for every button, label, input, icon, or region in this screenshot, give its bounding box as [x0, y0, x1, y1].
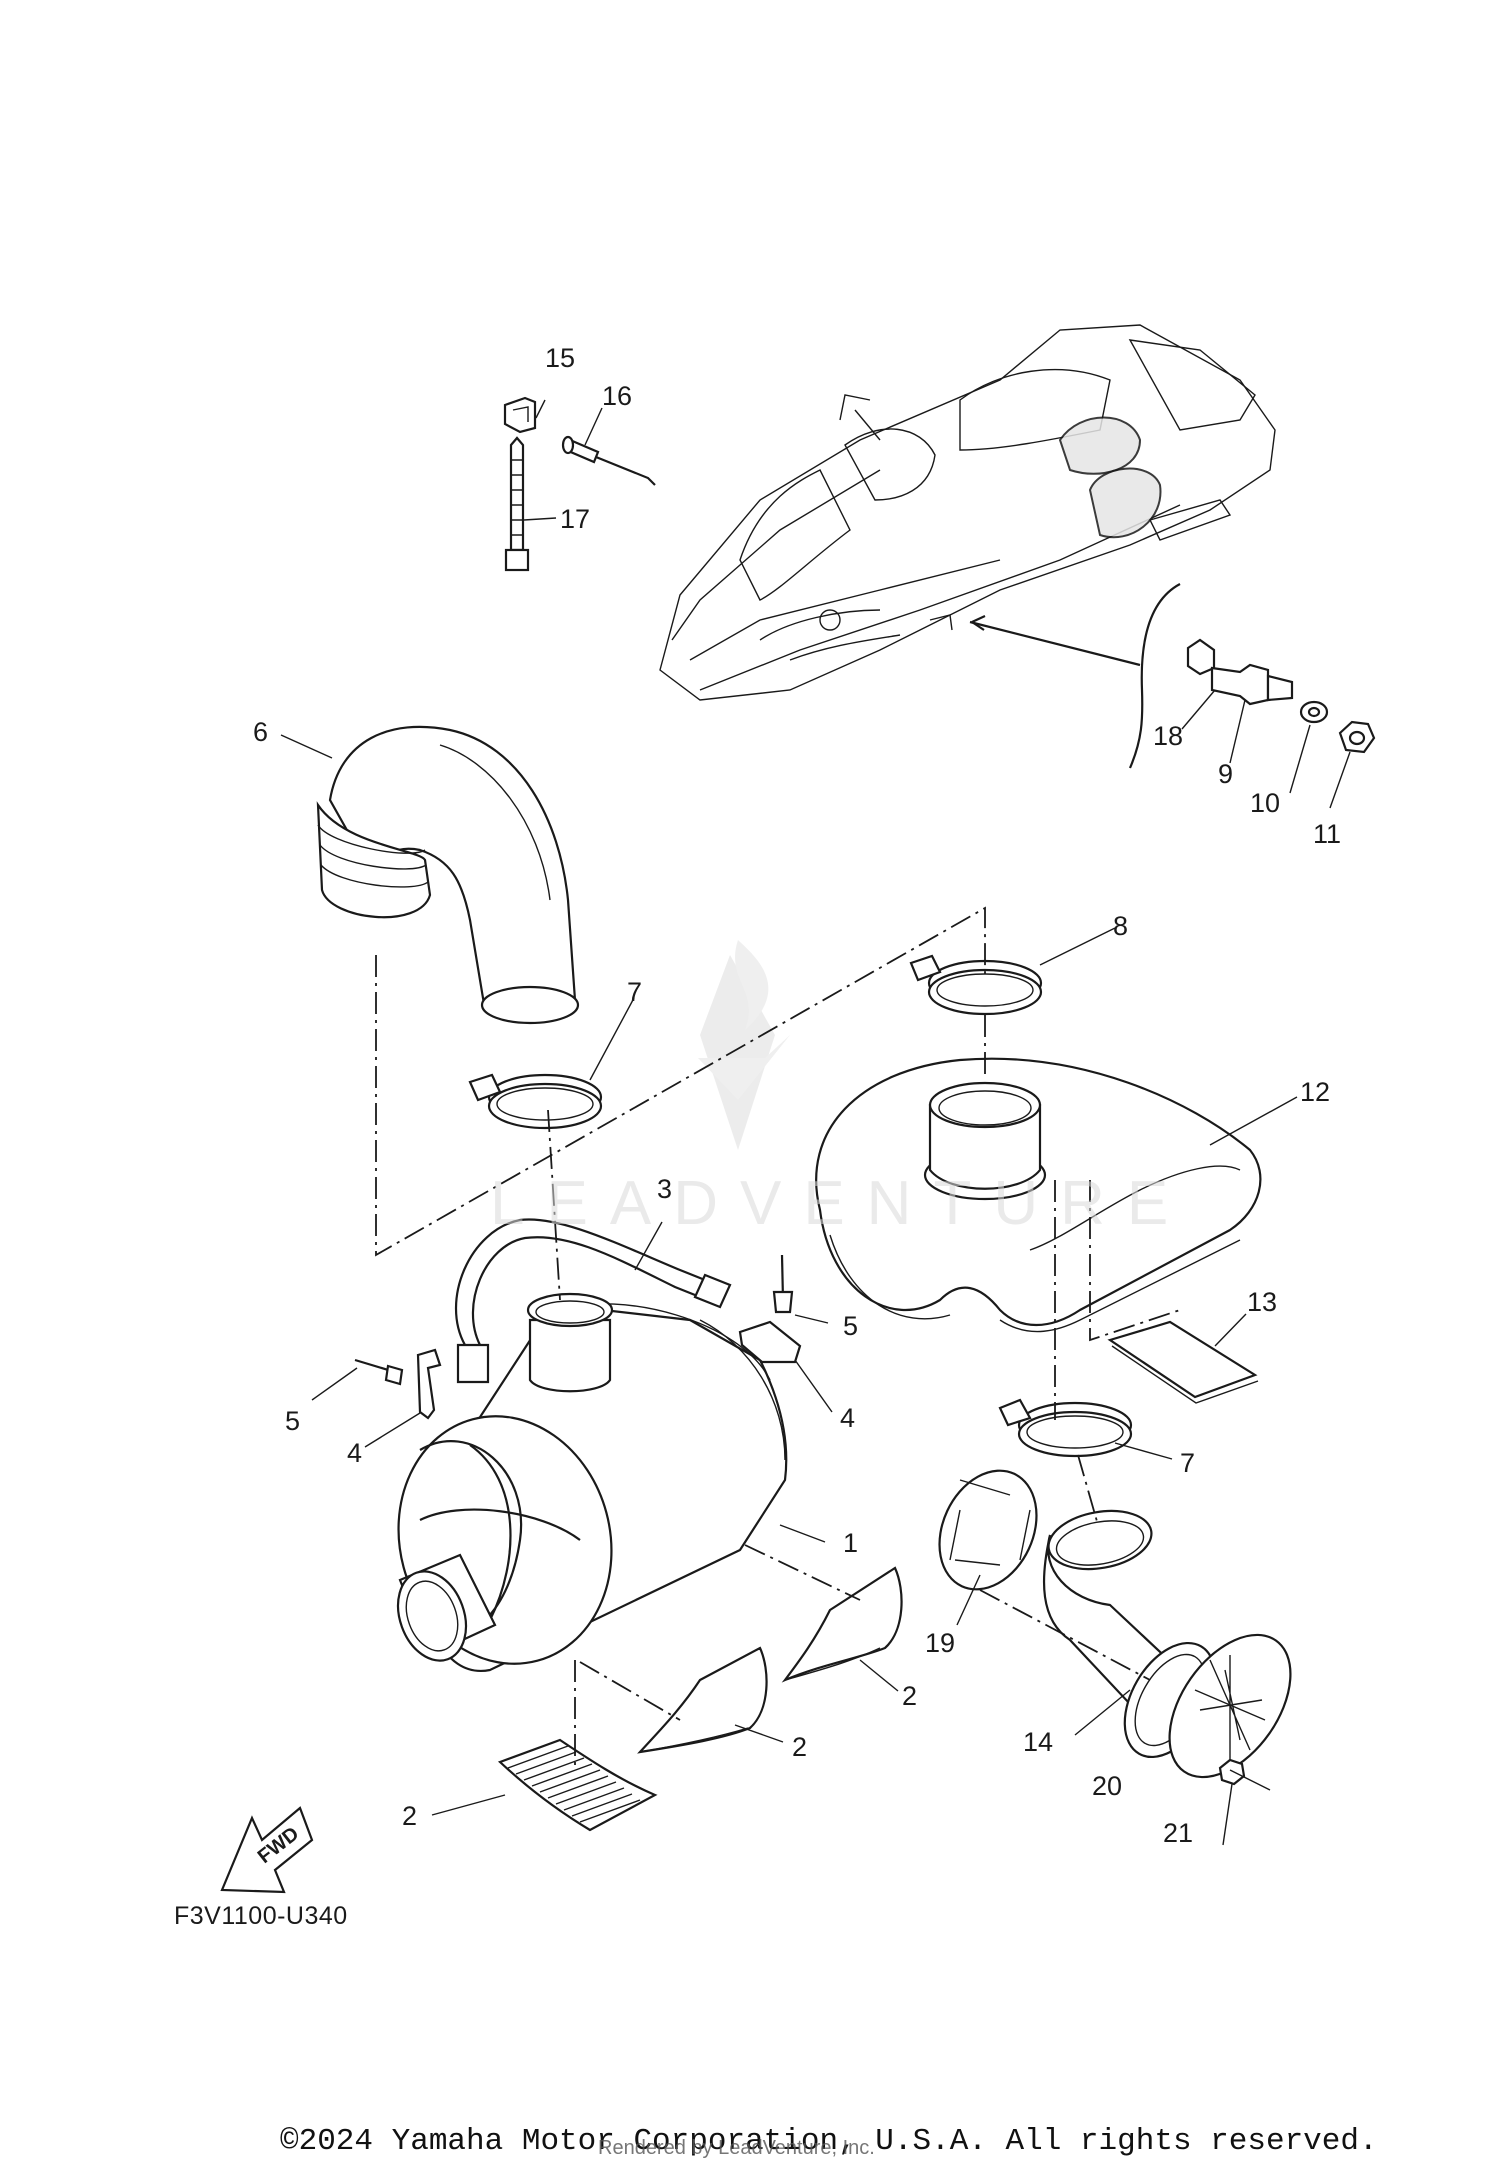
callout-4b: 4: [840, 1403, 855, 1433]
callout-17: 17: [560, 504, 590, 534]
fwd-arrow-icon: FWD: [220, 1806, 314, 1894]
assembly-lines: [375, 906, 1181, 1770]
callout-1: 1: [843, 1528, 858, 1558]
callout-3: 3: [657, 1174, 672, 1204]
water-lock-12: [815, 1057, 1262, 1333]
rivet-5a: [354, 1358, 404, 1386]
washer-10: [1299, 700, 1329, 724]
pad-2b: [637, 1646, 768, 1754]
callout-14: 14: [1023, 1727, 1053, 1757]
hose-clamp-8: [909, 954, 1043, 1016]
diagram-code: F3V1100-U340: [174, 1902, 348, 1930]
hose-clamp-7a: [468, 1073, 603, 1130]
callout-labels: 15 16 17 6 7 8 12 3 13 5 4 5 4 7 1 19 2 …: [253, 343, 1341, 1848]
callout-2b: 2: [792, 1732, 807, 1762]
callout-12: 12: [1300, 1077, 1330, 1107]
pad-2c: [497, 1738, 658, 1832]
callout-5a: 5: [285, 1406, 300, 1436]
pad-2a: [781, 1566, 903, 1683]
watercraft-overview: [659, 324, 1276, 701]
callout-7b: 7: [1180, 1448, 1195, 1478]
hose-fitting-18: [1186, 638, 1216, 676]
callout-6: 6: [253, 717, 268, 747]
callout-13: 13: [1247, 1287, 1277, 1317]
detail-bracket: [1128, 583, 1181, 769]
callout-15: 15: [545, 343, 575, 373]
callout-11: 11: [1313, 819, 1341, 849]
callout-2c: 2: [402, 1801, 417, 1831]
clip-15: [503, 396, 537, 434]
leader-lines: [280, 399, 1351, 1846]
callout-18: 18: [1153, 721, 1183, 751]
callout-2a: 2: [902, 1681, 917, 1711]
callout-16: 16: [602, 381, 632, 411]
intake-hose-6: [316, 725, 580, 1025]
rivet-16: [561, 435, 656, 486]
bracket-4b: [738, 1320, 802, 1364]
air-box-1: [396, 1292, 788, 1673]
copyright-notice: ©2024 Yamaha Motor Corporation, U.S.A. A…: [280, 2124, 1378, 2159]
watermark-logo: [698, 940, 790, 1150]
bracket-4a: [416, 1348, 442, 1420]
callout-9: 9: [1218, 759, 1233, 789]
rendered-by-notice: Rendered by LeadVenture, Inc.: [598, 2137, 875, 2159]
hose-clamp-7b: [998, 1398, 1133, 1458]
callout-19: 19: [925, 1628, 955, 1658]
plate-20: [1168, 1633, 1292, 1779]
callout-4a: 4: [347, 1438, 362, 1468]
callout-20: 20: [1092, 1771, 1122, 1801]
callout-8: 8: [1113, 911, 1128, 941]
callout-7a: 7: [627, 977, 642, 1007]
fitting-9: [1210, 663, 1294, 706]
callout-21: 21: [1163, 1818, 1193, 1848]
cable-tie-17: [504, 436, 530, 572]
nut-11: [1338, 720, 1376, 754]
rivet-5b: [772, 1254, 794, 1314]
pad-13: [1107, 1320, 1259, 1404]
nut-21: [1218, 1758, 1246, 1786]
callout-5b: 5: [843, 1311, 858, 1341]
callout-10: 10: [1250, 788, 1280, 818]
ring-19: [938, 1469, 1038, 1591]
